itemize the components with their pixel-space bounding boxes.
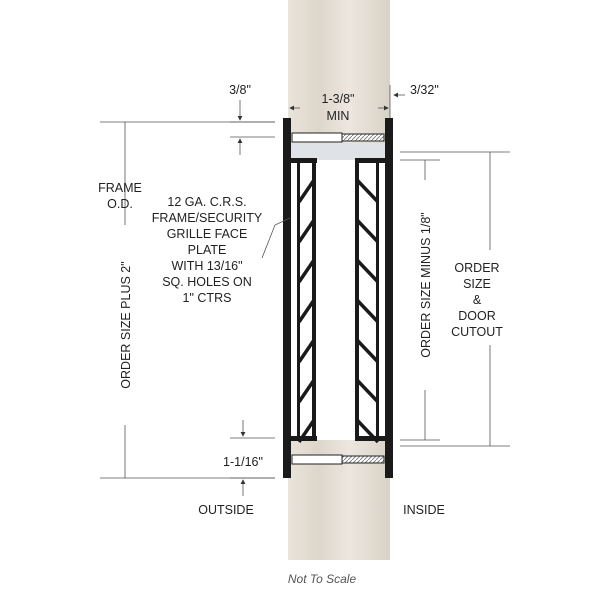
grille-slat [355, 178, 380, 204]
svg-text:12 GA. C.R.S.: 12 GA. C.R.S. [167, 195, 246, 209]
grille-slat [297, 339, 316, 363]
svg-text:SIZE: SIZE [463, 277, 491, 291]
grille-slat [355, 258, 380, 284]
svg-text:FRAME/SECURITY: FRAME/SECURITY [152, 211, 263, 225]
svg-text:PLATE: PLATE [188, 243, 227, 257]
dim-1-3-8-label: 1-3/8" [322, 92, 355, 106]
grille-slat [297, 219, 316, 243]
order-size-cutout-label: ORDER SIZE & DOOR CUTOUT [451, 261, 503, 339]
svg-text:CUTOUT: CUTOUT [451, 325, 503, 339]
grille-slat [355, 218, 380, 244]
svg-text:1" CTRS: 1" CTRS [183, 291, 232, 305]
grille-slat [355, 298, 380, 324]
dim-min-label: MIN [327, 109, 350, 123]
dim-1-1-16-label: 1-1/16" [223, 455, 263, 469]
grille-callout: 12 GA. C.R.S. FRAME/SECURITY GRILLE FACE… [152, 195, 263, 305]
grille-slat [355, 338, 380, 364]
grille-slat [355, 378, 380, 404]
grille-slat [297, 179, 316, 203]
svg-text:GRILLE FACE: GRILLE FACE [167, 227, 248, 241]
screw-bottom [291, 454, 385, 465]
dimension-lines [100, 85, 510, 496]
grille-slat [355, 418, 380, 444]
svg-text:DOOR: DOOR [458, 309, 496, 323]
screw-top [291, 132, 385, 143]
frame-od-label: O.D. [107, 197, 133, 211]
inside-label: INSIDE [403, 503, 445, 517]
order-size-minus-1-8-label: ORDER SIZE MINUS 1/8" [419, 212, 433, 357]
grille-slat [297, 299, 316, 323]
grille-slats [297, 178, 380, 444]
svg-text:SQ. HOLES ON: SQ. HOLES ON [162, 275, 252, 289]
grille-slat [297, 419, 316, 443]
grille-slat [297, 259, 316, 283]
dim-3-32-label: 3/32" [410, 83, 439, 97]
svg-text:ORDER: ORDER [454, 261, 499, 275]
dim-3-8-label: 3/8" [229, 83, 251, 97]
outside-label: OUTSIDE [198, 503, 254, 517]
svg-text:&: & [473, 293, 482, 307]
svg-text:WITH 13/16": WITH 13/16" [171, 259, 242, 273]
retaining-plate-top [290, 143, 388, 160]
frame-od-label: FRAME [98, 181, 142, 195]
grille-slat [297, 379, 316, 403]
order-size-plus-2-label: ORDER SIZE PLUS 2" [119, 261, 133, 388]
not-to-scale-note: Not To Scale [288, 572, 357, 586]
